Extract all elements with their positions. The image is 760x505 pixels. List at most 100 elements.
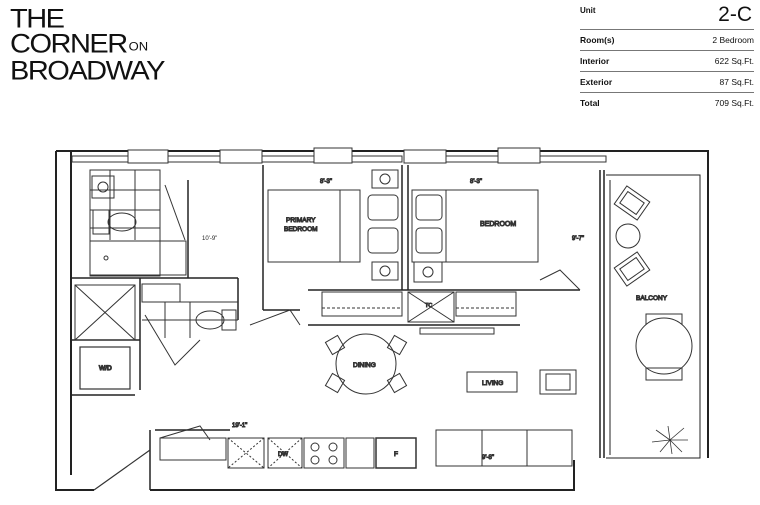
coffee-table (466, 371, 518, 393)
vanity (141, 283, 181, 303)
pillow (367, 227, 399, 254)
spec-row-rooms: Room(s) 2 Bedroom (580, 30, 754, 51)
bathtub (89, 240, 187, 276)
toilet-bowl (107, 212, 137, 232)
shower (74, 284, 136, 341)
entry-door (93, 449, 151, 491)
primary-bedroom: PRIMARY BEDROOM 8'-3" (267, 169, 399, 281)
bath-grid (89, 169, 161, 277)
window (261, 155, 315, 163)
counter (159, 437, 227, 461)
washer-dryer (79, 346, 131, 390)
bed (267, 189, 361, 263)
living-area: LIVING 9'-8" (435, 369, 577, 467)
closet (455, 291, 517, 317)
brand-word-on: ON (128, 39, 149, 54)
sink (91, 175, 115, 199)
lamp (379, 265, 391, 277)
window (167, 155, 221, 163)
unit-row: Unit 2-C (580, 4, 754, 30)
dining-label: DINING (353, 362, 376, 369)
spec-value: 87 Sq.Ft. (719, 77, 755, 87)
laundry: W/D (79, 346, 151, 491)
spec-label: Exterior (580, 77, 613, 87)
tub-drain (103, 255, 109, 261)
top-windows (71, 147, 607, 164)
spec-label: Total (580, 98, 600, 108)
door-swing (539, 269, 581, 291)
toilet-bowl (195, 310, 225, 330)
pillow (415, 194, 443, 221)
living-label: LIVING (482, 380, 503, 387)
brand-line-the: THE (10, 4, 65, 34)
spec-value: 709 Sq.Ft. (714, 98, 754, 108)
tc-label: TC (425, 303, 432, 309)
window (539, 155, 607, 163)
bedroom-label: BEDROOM (480, 221, 516, 228)
fridge-label: F (394, 451, 398, 458)
dining-area: DINING (324, 333, 408, 395)
fridge (375, 437, 417, 469)
closets: TC (249, 291, 517, 335)
closet (321, 291, 403, 317)
pillow (367, 194, 399, 221)
nightstand (371, 261, 399, 281)
lamp (379, 173, 391, 185)
second-bedroom: BEDROOM 8'-3" (411, 179, 581, 291)
bathroom-1 (89, 169, 187, 277)
pillow (415, 227, 443, 254)
wall-pier (127, 149, 169, 164)
dw-label: DW (278, 452, 288, 458)
balcony (606, 174, 701, 459)
window (71, 155, 129, 163)
primary-bedroom-label-1: PRIMARY (286, 217, 316, 224)
spec-row-exterior: Exterior 87 Sq.Ft. (580, 72, 754, 93)
dishwasher (267, 437, 303, 469)
spec-value: 2 Bedroom (712, 35, 754, 45)
bathroom-2 (74, 283, 238, 366)
balcony-furniture: BALCONY 9'-7" (572, 185, 693, 455)
chair (324, 372, 346, 394)
lamp (422, 266, 434, 278)
chair (386, 372, 408, 394)
spec-label: Room(s) (580, 35, 615, 45)
brand-line-broadway: BROADWAY (10, 56, 165, 86)
armchair (539, 369, 577, 395)
balcony-depth-dim: 9'-7" (572, 236, 584, 242)
bed-headboard (339, 189, 361, 263)
wall-pier (313, 147, 353, 164)
bedroom-width-dim: 8'-3" (470, 179, 482, 185)
spec-row-interior: Interior 622 Sq.Ft. (580, 51, 754, 72)
balcony-label: BALCONY (636, 295, 668, 302)
chair (386, 334, 408, 356)
interior-walls (71, 165, 605, 490)
patio-table (635, 317, 693, 375)
bed (411, 189, 539, 263)
nightstand (371, 169, 399, 189)
unit-spec-table: Unit 2-C Room(s) 2 Bedroom Interior 622 … (580, 4, 754, 113)
patio-chair (645, 367, 683, 381)
wall-pier (219, 149, 263, 164)
unit-label: Unit (580, 6, 596, 15)
sink (227, 437, 265, 469)
wall-pier (497, 147, 541, 164)
wd-label: W/D (99, 365, 112, 372)
kitchen: DW F 19'-1" (159, 423, 417, 469)
living-width-dim: 9'-8" (482, 455, 494, 461)
spec-label: Interior (580, 56, 610, 66)
spec-value: 622 Sq.Ft. (714, 56, 754, 66)
dimension-labels: 10'-9" (202, 236, 217, 242)
cooktop (303, 437, 345, 469)
side-table (615, 223, 641, 249)
window (351, 155, 403, 163)
door-swing (249, 309, 301, 326)
linen-closet (407, 291, 455, 323)
primary-bedroom-label-2: BEDROOM (284, 226, 318, 233)
brand-word-corner: CORNER (10, 29, 128, 59)
dining-table (335, 333, 397, 395)
sofa (435, 429, 573, 467)
toilet-tank (92, 209, 110, 235)
sink-basin (97, 181, 109, 193)
